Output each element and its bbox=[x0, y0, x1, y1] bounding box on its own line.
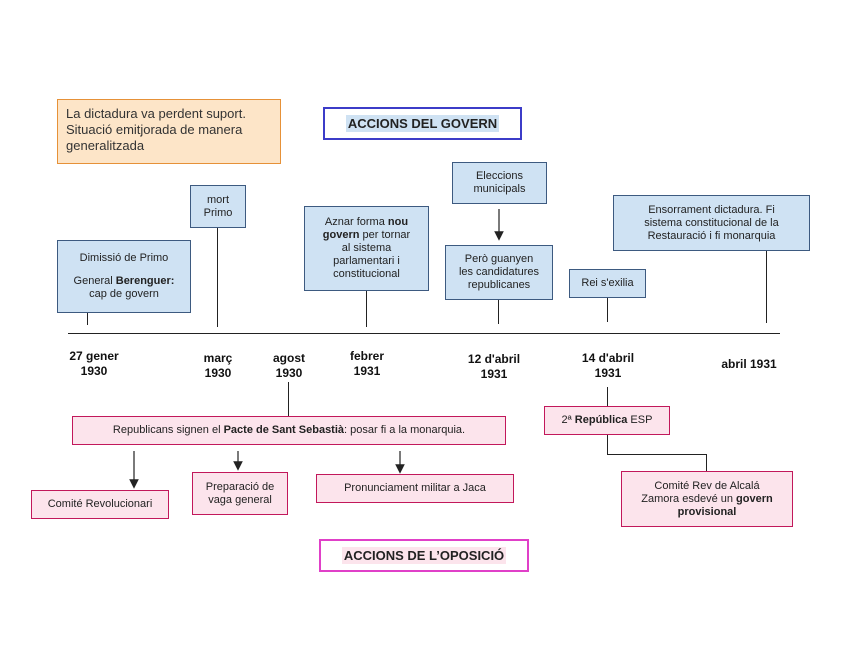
connector-line bbox=[607, 435, 609, 455]
connector-line bbox=[288, 382, 290, 416]
box-line: Rei s'exilia bbox=[581, 277, 634, 289]
box-line: municipals bbox=[473, 183, 526, 195]
connector-line bbox=[607, 387, 609, 406]
box-bold: República bbox=[574, 414, 628, 426]
date-line: 1931 bbox=[480, 367, 508, 381]
box-line: sistema constitucional de la bbox=[644, 216, 779, 229]
box-line: Eleccions bbox=[475, 170, 524, 182]
box-rei-exilia: Rei s'exilia bbox=[569, 269, 646, 298]
box-line: les candidatures bbox=[458, 266, 540, 278]
box-guanyen-republicanes: Però guanyen les candidatures republican… bbox=[445, 245, 553, 300]
box-segona-republica: 2ª República ESP bbox=[544, 406, 670, 435]
date-label: 27 gener 1930 bbox=[52, 349, 136, 379]
connector-line bbox=[217, 228, 219, 327]
box-bold: nou bbox=[387, 216, 409, 228]
timeline-axis bbox=[68, 333, 780, 335]
box-line: al sistema bbox=[341, 242, 392, 254]
box-line: Preparació de bbox=[205, 480, 275, 493]
context-note-line: La dictadura va perdent suport. bbox=[66, 106, 246, 121]
connector-line bbox=[607, 298, 609, 322]
box-line: Aznar forma bbox=[324, 216, 388, 228]
connector-line bbox=[607, 454, 706, 456]
date-line: abril 1931 bbox=[721, 357, 777, 371]
box-line: General bbox=[73, 275, 116, 287]
box-eleccions: Eleccions municipals bbox=[452, 162, 547, 204]
date-label: març 1930 bbox=[190, 351, 246, 381]
connector-line bbox=[706, 454, 708, 471]
box-line: Restauració i fi monarquia bbox=[647, 229, 776, 242]
box-line: parlamentari i bbox=[333, 255, 400, 267]
date-label: 14 d'abril 1931 bbox=[568, 351, 648, 381]
box-line: Republicans signen el bbox=[112, 424, 224, 436]
government-actions-title-text: ACCIONS DEL GOVERN bbox=[345, 115, 500, 132]
box-line: cap de govern bbox=[89, 288, 159, 300]
connector-line bbox=[87, 313, 89, 325]
date-label: agost 1930 bbox=[260, 351, 318, 381]
date-line: 1930 bbox=[80, 364, 108, 378]
date-line: 1930 bbox=[204, 366, 232, 380]
box-comite-revolucionari: Comité Revolucionari bbox=[31, 490, 169, 519]
date-line: 1931 bbox=[353, 364, 381, 378]
box-bold: Berenguer: bbox=[115, 275, 175, 287]
box-ensorrament: Ensorrament dictadura. Fi sistema consti… bbox=[613, 195, 810, 251]
date-line: març bbox=[203, 351, 233, 365]
box-pacte-sant-sebastia: Republicans signen el Pacte de Sant Seba… bbox=[72, 416, 506, 445]
connector-line bbox=[766, 251, 768, 323]
box-line: Però guanyen bbox=[464, 253, 534, 265]
date-label: 12 d'abril 1931 bbox=[455, 352, 533, 382]
box-line: Comité Revolucionari bbox=[47, 498, 153, 510]
date-line: 1930 bbox=[275, 366, 303, 380]
date-line: 12 d'abril bbox=[467, 352, 521, 366]
box-comite-alcala-zamora: Comité Rev de Alcalá Zamora esdevé un go… bbox=[621, 471, 793, 527]
box-line: constitucional bbox=[333, 268, 400, 280]
date-line: 14 d'abril bbox=[581, 351, 635, 365]
box-line: ESP bbox=[627, 414, 653, 426]
box-line: 2ª bbox=[561, 414, 575, 426]
box-dimissio-primo: Dimissió de Primo General Berenguer: cap… bbox=[57, 240, 191, 313]
box-mort-primo: mort Primo bbox=[190, 185, 246, 228]
box-bold: govern bbox=[322, 229, 360, 241]
connector-line bbox=[366, 291, 368, 327]
date-line: 27 gener bbox=[69, 349, 119, 363]
box-bold: Pacte de Sant Sebastià bbox=[223, 424, 345, 436]
context-note-line: Situació emitjorada de manera bbox=[66, 122, 243, 137]
date-line: agost bbox=[272, 351, 305, 365]
government-actions-title: ACCIONS DEL GOVERN bbox=[323, 107, 522, 140]
box-line: Dimissió de Primo bbox=[79, 252, 169, 264]
box-line: Zamora esdevé un bbox=[641, 492, 737, 505]
box-jaca: Pronunciament militar a Jaca bbox=[316, 474, 514, 503]
connector-line bbox=[498, 300, 500, 324]
context-note-line: generalitzada bbox=[66, 138, 145, 153]
context-note: La dictadura va perdent suport. Situació… bbox=[57, 99, 281, 164]
box-line: : posar fi a la monarquia. bbox=[344, 424, 466, 436]
box-line: republicanes bbox=[467, 279, 531, 291]
date-label: abril 1931 bbox=[708, 357, 790, 372]
date-line: 1931 bbox=[594, 366, 622, 380]
box-bold: govern bbox=[736, 492, 773, 505]
box-line: Primo bbox=[203, 206, 233, 219]
box-line: Comité Rev de Alcalá bbox=[654, 479, 760, 492]
box-line: per tornar bbox=[359, 229, 411, 241]
box-line: Ensorrament dictadura. Fi bbox=[648, 203, 775, 216]
opposition-actions-title-text: ACCIONS DE L’OPOSICIÓ bbox=[341, 547, 507, 564]
date-line: febrer bbox=[349, 349, 384, 363]
date-label: febrer 1931 bbox=[338, 349, 396, 379]
box-aznar-govern: Aznar forma nou govern per tornar al sis… bbox=[304, 206, 429, 291]
box-bold: provisional bbox=[677, 505, 737, 518]
box-line: vaga general bbox=[208, 493, 272, 506]
opposition-actions-title: ACCIONS DE L’OPOSICIÓ bbox=[319, 539, 529, 572]
box-vaga-general: Preparació de vaga general bbox=[192, 472, 288, 515]
box-line: Pronunciament militar a Jaca bbox=[344, 482, 486, 494]
box-line: mort bbox=[207, 193, 229, 206]
